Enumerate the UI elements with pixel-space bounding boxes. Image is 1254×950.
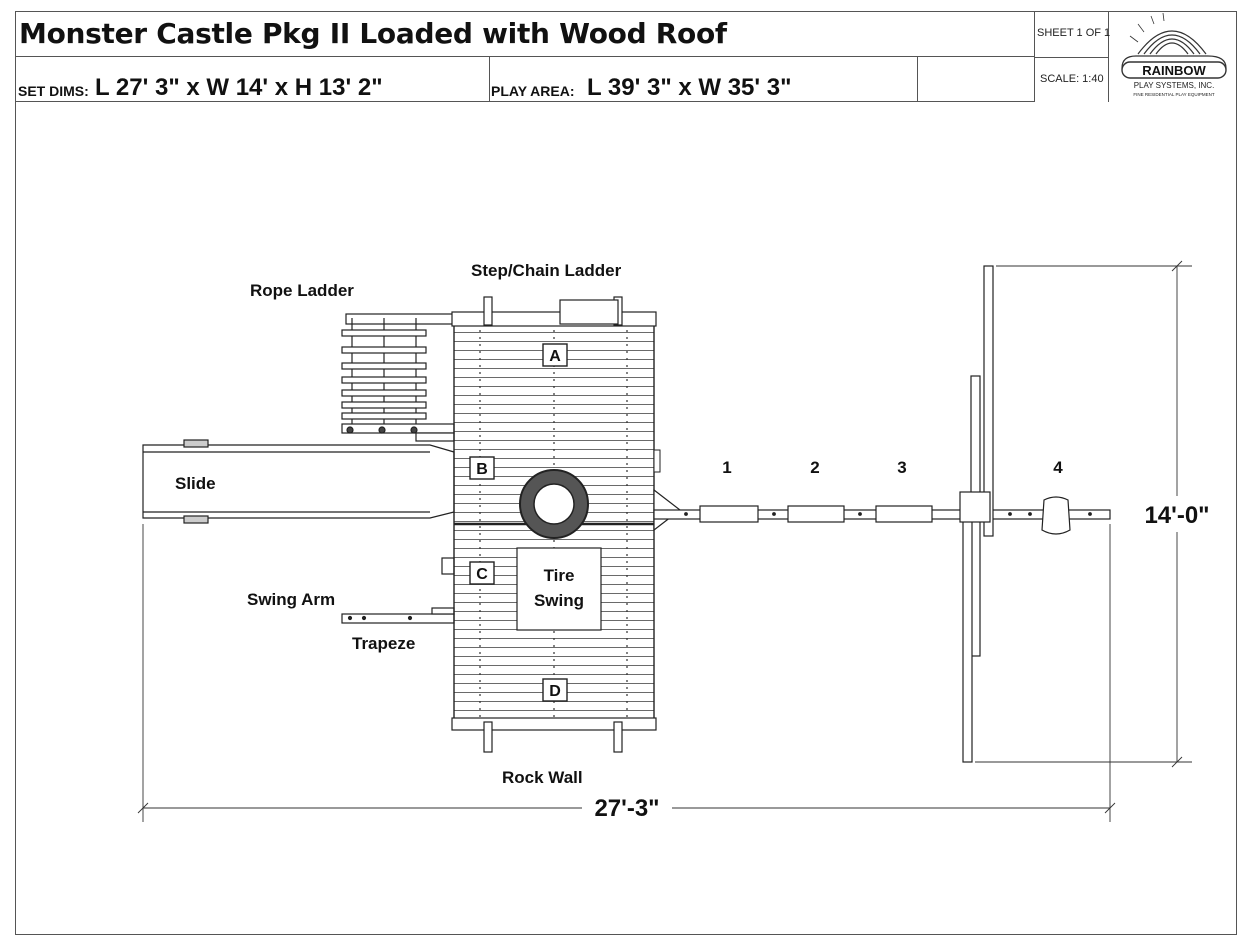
dims-divider-1 xyxy=(489,57,490,102)
logo-company-text: PLAY SYSTEMS, INC. xyxy=(1134,81,1215,90)
play-area-label: PLAY AREA: xyxy=(491,83,575,99)
svg-text:B: B xyxy=(476,461,488,478)
swing-position-1: 1 xyxy=(722,458,731,477)
play-area-value: L 39' 3" x W 35' 3" xyxy=(587,74,792,101)
swing-position-3: 3 xyxy=(897,458,906,477)
main-deck xyxy=(451,296,661,753)
set-dims-label: SET DIMS: xyxy=(18,83,89,99)
page-title: Monster Castle Pkg II Loaded with Wood R… xyxy=(19,17,727,50)
rock-wall-label: Rock Wall xyxy=(502,768,583,787)
drawing-sheet-border xyxy=(15,11,1237,935)
deck-label-b: B xyxy=(469,456,495,480)
logo-divider xyxy=(1108,11,1109,102)
sheet-scale-divider xyxy=(1034,57,1108,58)
width-dimension-text: 14'-0" xyxy=(1144,502,1209,529)
trapeze-label: Trapeze xyxy=(352,634,415,653)
swing-position-4: 4 xyxy=(1053,458,1063,477)
drawing-scale: SCALE: 1:40 xyxy=(1040,73,1104,85)
rainbow-arc-icon: RAINBOW PLAY SYSTEMS, INC. FINE RESIDENT… xyxy=(1121,12,1227,97)
svg-text:D: D xyxy=(549,683,561,700)
width-dimension xyxy=(975,260,1192,768)
tire-swing-label-line1: Tire xyxy=(544,566,575,585)
slide-label: Slide xyxy=(175,474,216,493)
dims-divider-2 xyxy=(917,57,918,102)
title-row xyxy=(15,11,1034,57)
svg-text:C: C xyxy=(476,566,488,583)
tire-swing-label-line2: Swing xyxy=(534,591,584,610)
length-dimension xyxy=(137,524,1116,822)
swing-arm xyxy=(341,557,455,624)
slide xyxy=(142,439,455,524)
swing-beam xyxy=(653,488,1111,535)
swing-position-2: 2 xyxy=(810,458,819,477)
deck-label-a: A xyxy=(542,343,568,367)
deck-label-c: C xyxy=(469,561,495,585)
step-chain-ladder-label: Step/Chain Ladder xyxy=(471,261,622,280)
rope-ladder xyxy=(341,313,455,442)
logo-brand-text: RAINBOW xyxy=(1142,63,1206,78)
title-block-divider xyxy=(1034,11,1035,102)
length-dimension-text: 27'-3" xyxy=(594,795,659,822)
sheet-number: SHEET 1 OF 1 xyxy=(1037,27,1111,39)
deck-label-d: D xyxy=(542,678,568,702)
set-dims-value: L 27' 3" x W 14' x H 13' 2" xyxy=(95,74,383,101)
svg-text:A: A xyxy=(549,348,561,365)
dims-row xyxy=(15,57,1034,102)
rope-ladder-label: Rope Ladder xyxy=(250,281,354,300)
swing-arm-label: Swing Arm xyxy=(247,590,335,609)
rainbow-logo: RAINBOW PLAY SYSTEMS, INC. FINE RESIDENT… xyxy=(1108,12,1236,102)
logo-tagline-text: FINE RESIDENTIAL PLAY EQUIPMENT xyxy=(1133,92,1214,97)
a-frame xyxy=(959,265,994,763)
